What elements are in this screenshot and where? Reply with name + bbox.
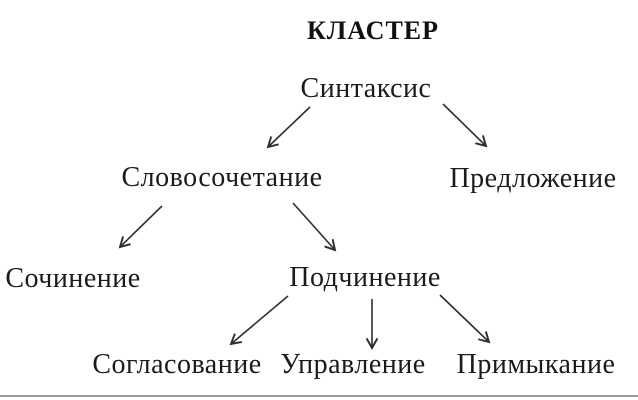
arrow-syntax-to-phrase — [266, 106, 311, 149]
node-phrase: Словосочетание — [121, 162, 323, 193]
arrow-phrase-to-subordination — [292, 202, 337, 252]
node-syntax: Синтаксис — [300, 73, 432, 104]
node-sentence: Предложение — [449, 163, 617, 194]
arrow-subordination-to-agreement — [229, 295, 289, 346]
node-adjunction: Примыкание — [456, 349, 616, 380]
arrow-phrase-to-coordination — [118, 205, 163, 249]
diagram-title: КЛАСТЕР — [306, 16, 440, 45]
node-subordination: Подчинение — [289, 262, 441, 293]
bottom-divider — [0, 395, 638, 397]
arrow-subordination-to-adjunction — [439, 294, 491, 344]
node-coordination: Сочинение — [5, 263, 141, 294]
arrow-syntax-to-sentence — [442, 103, 488, 148]
node-government: Управление — [280, 349, 426, 380]
node-agreement: Согласование — [92, 349, 262, 380]
